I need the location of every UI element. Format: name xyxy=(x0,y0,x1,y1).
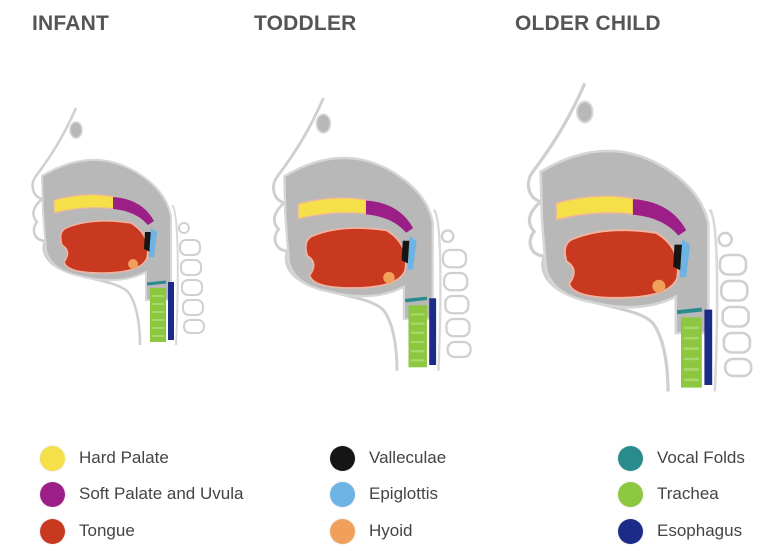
legend-label: Valleculae xyxy=(369,448,447,467)
legend-swatch-esophagus xyxy=(618,518,643,544)
soft-palate xyxy=(365,200,414,233)
face-profile xyxy=(526,82,670,392)
legend-item-esophagus: Esophagus xyxy=(618,518,742,544)
tongue xyxy=(304,227,407,289)
esophagus xyxy=(168,282,174,340)
title-older-child: OLDER CHILD xyxy=(515,12,661,35)
valleculae xyxy=(673,244,683,271)
vocal-folds xyxy=(146,280,167,286)
nostril xyxy=(576,100,594,124)
face-profile xyxy=(31,107,142,346)
legend-label: Trachea xyxy=(657,484,719,503)
trachea-rings xyxy=(410,313,425,362)
tongue xyxy=(563,229,679,299)
legend-swatch-soft-palate-and-uvula xyxy=(40,481,65,507)
anatomy-toddler xyxy=(272,97,472,371)
legend-label: Esophagus xyxy=(657,521,743,540)
nostril xyxy=(69,121,83,139)
legend-label: Tongue xyxy=(79,521,135,540)
trachea-rings xyxy=(152,295,164,337)
esophagus xyxy=(429,298,437,365)
face-profile xyxy=(272,97,399,371)
hyoid xyxy=(383,271,395,284)
tongue xyxy=(59,220,149,274)
anatomy-diagram xyxy=(31,82,753,392)
title-infant: INFANT xyxy=(32,12,110,35)
legend-label: Hyoid xyxy=(369,521,413,540)
soft-palate xyxy=(632,199,687,236)
soft-palate xyxy=(113,197,154,225)
valleculae xyxy=(144,232,151,252)
legend-swatch-valleculae xyxy=(330,445,355,471)
vertebrae xyxy=(717,231,753,378)
epiglottis xyxy=(407,236,417,270)
vocal-folds xyxy=(404,296,428,303)
epiglottis xyxy=(679,239,691,278)
trachea-rings xyxy=(683,326,700,382)
legend-swatch-hyoid xyxy=(330,518,355,544)
esophagus xyxy=(704,309,713,385)
vocal-folds xyxy=(676,307,703,315)
legend-item-trachea: Trachea xyxy=(618,481,719,507)
title-toddler: TODDLER xyxy=(254,12,357,35)
legend-swatch-epiglottis xyxy=(330,481,355,507)
legend-item-valleculae: Valleculae xyxy=(330,445,446,471)
anatomy-older-child xyxy=(526,82,753,392)
back-of-head xyxy=(432,208,442,371)
hyoid xyxy=(652,279,666,293)
legend-swatch-hard-palate xyxy=(40,445,65,471)
vertebrae xyxy=(178,222,205,334)
legend-label: Vocal Folds xyxy=(657,448,745,467)
legend-swatch-vocal-folds xyxy=(618,445,643,471)
vertebrae xyxy=(440,229,472,359)
legend-item-hyoid: Hyoid xyxy=(330,518,412,544)
valleculae xyxy=(401,240,410,264)
legend-item-vocal-folds: Vocal Folds xyxy=(618,445,745,471)
legend-swatch-trachea xyxy=(618,481,643,507)
legend-item-hard-palate: Hard Palate xyxy=(40,445,169,471)
legend-label: Soft Palate and Uvula xyxy=(79,484,244,503)
legend-swatch-tongue xyxy=(40,518,65,544)
epiglottis xyxy=(149,228,157,257)
legend-label: Epiglottis xyxy=(369,484,438,503)
legend-item-tongue: Tongue xyxy=(40,518,135,544)
back-of-head xyxy=(708,208,719,392)
anatomy-infant xyxy=(31,107,205,346)
legend-item-soft-palate-and-uvula: Soft Palate and Uvula xyxy=(40,481,243,507)
legend-item-epiglottis: Epiglottis xyxy=(330,481,438,507)
hyoid xyxy=(128,259,138,269)
nostril xyxy=(315,113,332,134)
back-of-head xyxy=(171,204,179,346)
legend-label: Hard Palate xyxy=(79,448,169,467)
